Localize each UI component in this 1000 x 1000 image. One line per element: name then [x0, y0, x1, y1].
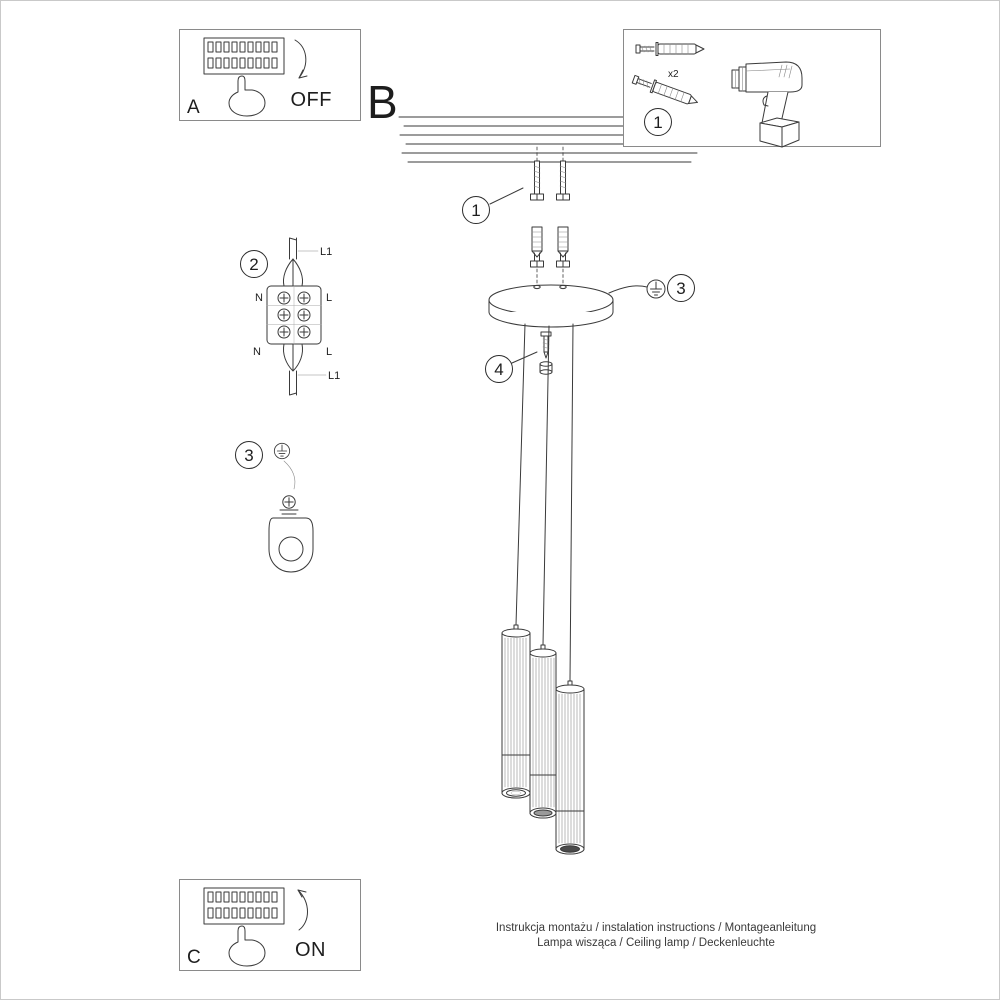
section-c-label: C: [187, 947, 201, 968]
step-number-mount: 1: [462, 196, 490, 224]
earth-symbol-bracket: [273, 442, 291, 460]
terminal-block-wiring-illustration: L1 N L N L L1: [253, 237, 340, 396]
arrow-down-icon: [294, 39, 308, 79]
power-on-label: ON: [295, 939, 326, 961]
suspension-cables: [515, 323, 574, 682]
footer-line-1: Instrukcja montażu / instalation instruc…: [495, 922, 817, 934]
footer-line-2: Lampa wisząca / Ceiling lamp / Deckenleu…: [537, 937, 775, 949]
section-b-label: B: [367, 76, 398, 128]
ceiling-cross-section-illustration: [398, 116, 704, 163]
step-number-wiring: 2: [240, 250, 268, 278]
pendant-tube-right: [555, 680, 585, 855]
power-off-label: OFF: [290, 89, 332, 111]
wall-anchors-stage2: [530, 226, 570, 288]
pendant-tube-left: [501, 624, 531, 799]
arrow-up-icon: [297, 889, 308, 931]
earth-symbol-canopy: [646, 279, 666, 299]
footer-text: Instrukcja montażu / instalation instruc…: [406, 921, 906, 951]
wiring-label-l-top: L: [326, 292, 332, 304]
mounting-screws-stage1: [489, 146, 570, 205]
ceiling-canopy-illustration: [488, 279, 666, 328]
pendant-tube-middle: [529, 644, 557, 819]
wiring-label-n-bottom: N: [253, 346, 261, 358]
wiring-label-l-bottom: L: [326, 346, 332, 358]
step-number-tools: 1: [644, 108, 672, 136]
wiring-label-n-top: N: [255, 292, 263, 304]
step-number-canopy-screw: 4: [485, 355, 513, 383]
step-number-earth-bracket: 3: [235, 441, 263, 469]
canopy-screw-detail: [511, 331, 553, 375]
breaker-off-illustration: [203, 37, 308, 117]
plug-quantity-label: x2: [668, 69, 679, 80]
ground-clamp-illustration: [268, 442, 314, 573]
power-drill-icon: [731, 61, 803, 148]
panel-breaker-on: C ON: [179, 879, 361, 971]
wall-plug-icon: [630, 72, 701, 110]
wall-plug-icon: [635, 42, 705, 56]
breaker-on-illustration: [203, 887, 308, 967]
tools-illustration: x2: [630, 42, 803, 148]
panel-breaker-off: A OFF: [179, 29, 361, 121]
wiring-label-l1-bottom: L1: [328, 370, 340, 382]
step-number-earth-canopy: 3: [667, 274, 695, 302]
wiring-label-l1-top: L1: [320, 246, 332, 258]
section-a-label: A: [187, 97, 200, 118]
